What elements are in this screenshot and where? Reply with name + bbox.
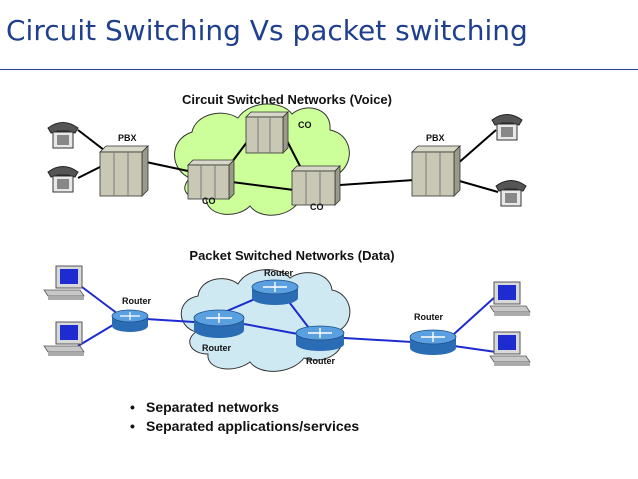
bullet-item: Separated applications/services <box>130 417 359 436</box>
computer-icon <box>489 281 531 316</box>
slide-title: Circuit Switching Vs packet switching <box>6 14 528 47</box>
telephone-icon <box>495 180 527 207</box>
router-label: Router <box>264 268 293 278</box>
computer-icon <box>489 331 531 366</box>
router-icon <box>295 325 345 351</box>
co-label: CO <box>298 120 312 130</box>
router-icon <box>409 329 457 355</box>
slide-header: Circuit Switching Vs packet switching <box>0 0 638 70</box>
co-switch-icon <box>291 165 341 206</box>
router-label: Router <box>414 312 443 322</box>
voice-links <box>77 129 499 193</box>
data-links <box>77 283 497 353</box>
telephone-icon <box>47 166 79 193</box>
router-icon <box>111 309 149 332</box>
telephone-icon <box>491 114 523 141</box>
pbx-switch-icon <box>411 145 461 197</box>
packet-section-title: Packet Switched Networks (Data) <box>189 248 394 263</box>
router-label: Router <box>122 296 151 306</box>
pbx-label-left: PBX <box>118 133 137 143</box>
computer-icon <box>43 265 85 300</box>
co-label: CO <box>202 196 216 206</box>
bullet-list: Separated networks Separated application… <box>130 398 359 436</box>
co-switch-icon <box>187 159 235 200</box>
header-divider <box>0 69 638 70</box>
pbx-switch-icon <box>99 145 149 197</box>
network-diagram: Circuit Switched Networks (Voice) <box>43 92 531 372</box>
co-switch-icon <box>245 111 289 154</box>
router-label: Router <box>306 356 335 366</box>
router-icon <box>251 279 299 305</box>
bullet-item: Separated networks <box>130 398 359 417</box>
co-label: CO <box>310 202 324 212</box>
router-label: Router <box>202 343 231 353</box>
circuit-section-title: Circuit Switched Networks (Voice) <box>182 92 392 107</box>
pbx-label-right: PBX <box>426 133 445 143</box>
router-icon <box>193 309 245 338</box>
computer-icon <box>43 321 85 356</box>
telephone-icon <box>47 122 79 149</box>
